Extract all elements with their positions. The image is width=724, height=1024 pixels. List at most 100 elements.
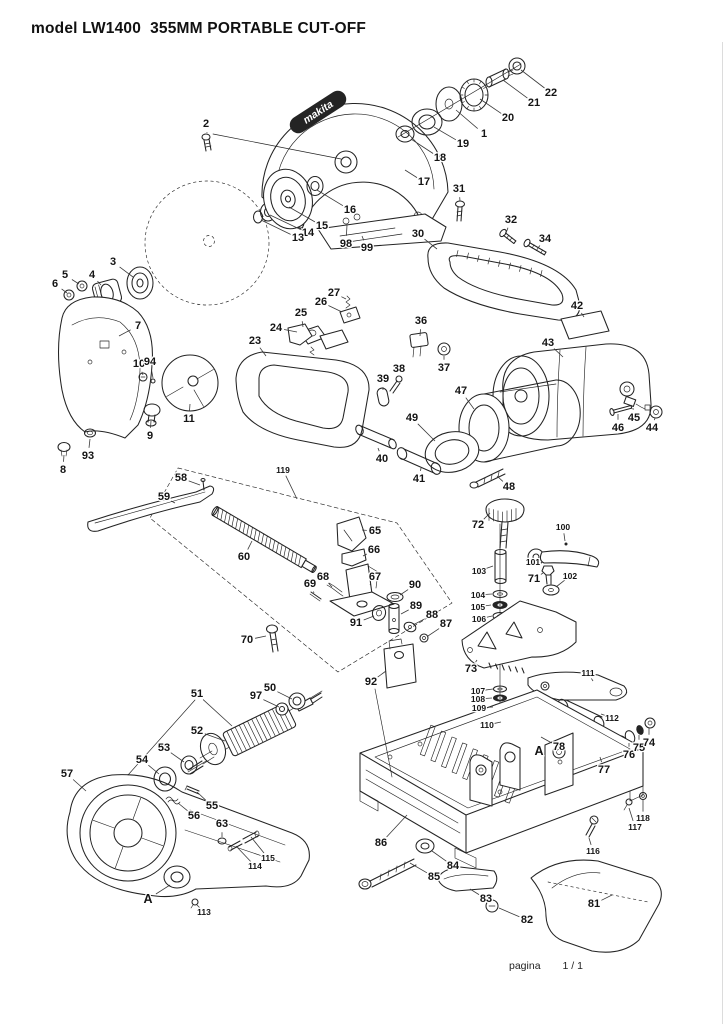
leader-line-40 (377, 447, 380, 452)
dust-chute (530, 859, 662, 953)
part-label-60: 60 (238, 551, 250, 563)
leader-line-43 (553, 348, 564, 358)
part-label-17: 17 (418, 176, 430, 188)
leader-line-100 (563, 533, 566, 542)
part-label-20: 20 (502, 112, 514, 124)
leader-line-20 (479, 98, 502, 114)
small-parts-right (376, 332, 663, 489)
leader-line-58 (188, 480, 201, 486)
leader-line-36 (419, 329, 421, 337)
leader-line-117 (628, 807, 634, 822)
leader-line-108 (484, 697, 493, 699)
leader-line-26 (328, 305, 343, 313)
leader-line-97 (263, 699, 280, 708)
part-label-110: 110 (480, 720, 494, 730)
part-label-68: 68 (317, 571, 329, 583)
part-label-49: 49 (406, 412, 418, 424)
part-label-88: 88 (426, 609, 438, 621)
leader-line-5 (71, 279, 80, 285)
part-label-46: 46 (612, 422, 624, 434)
part-label-77: 77 (598, 764, 610, 776)
upper-handle (427, 242, 581, 321)
part-label-43: 43 (542, 337, 554, 349)
name-plate (560, 310, 610, 340)
part-label-82: 82 (521, 914, 533, 926)
leader-line-86 (386, 814, 408, 838)
part-label-22: 22 (545, 87, 557, 99)
leader-line-56 (177, 802, 188, 812)
part-label-112: 112 (605, 713, 619, 723)
part-label-45: 45 (628, 412, 640, 424)
part-label-18: 18 (434, 152, 446, 164)
part-label-70: 70 (241, 634, 253, 646)
part-label-107: 107 (471, 686, 485, 696)
spindle-parts (395, 57, 526, 143)
part-label-4: 4 (89, 269, 96, 281)
part-label-A: A (534, 744, 543, 758)
leader-line-22 (520, 69, 545, 89)
part-label-9: 9 (147, 430, 153, 442)
part-label-119: 119 (276, 465, 290, 475)
vise-plate (87, 477, 215, 532)
leader-line-94 (151, 370, 154, 379)
gear-housing (66, 774, 310, 909)
part-label-66: 66 (368, 544, 380, 556)
screw-2 (201, 133, 212, 152)
part-label-30: 30 (412, 228, 424, 240)
vise-screw-rod (211, 506, 328, 581)
part-label-39: 39 (377, 373, 389, 385)
leader-line-44 (654, 417, 656, 421)
leader-line-101 (537, 556, 540, 559)
part-label-32: 32 (505, 214, 517, 226)
leader-line-85 (409, 862, 428, 874)
leader-line-71 (540, 572, 544, 575)
inner-cover (161, 354, 219, 412)
part-label-98: 98 (340, 238, 352, 250)
part-label-53: 53 (158, 742, 170, 754)
part-label-91: 91 (350, 617, 362, 629)
part-label-90: 90 (409, 579, 421, 591)
part-label-85: 85 (428, 871, 440, 883)
part-label-34: 34 (539, 233, 552, 245)
part-label-103: 103 (472, 566, 486, 576)
part-label-50: 50 (264, 682, 276, 694)
part-label-15: 15 (316, 220, 328, 232)
part-label-6: 6 (52, 278, 58, 290)
part-label-55: 55 (206, 800, 218, 812)
part-label-23: 23 (249, 335, 261, 347)
part-label-52: 52 (191, 725, 203, 737)
leader-line-11 (189, 403, 191, 411)
part-label-1: 1 (481, 128, 487, 140)
part-label-116: 116 (586, 846, 600, 856)
part-label-74: 74 (643, 737, 656, 749)
part-label-109: 109 (472, 703, 486, 713)
leader-line-6 (61, 288, 68, 294)
leader-line-54 (148, 764, 160, 775)
part-label-71: 71 (528, 573, 540, 585)
leader-line-51 (202, 699, 233, 727)
part-label-48: 48 (503, 481, 515, 493)
leader-line-16 (316, 189, 344, 207)
safety-cover (58, 296, 153, 439)
part-label-99: 99 (361, 242, 373, 254)
base (359, 689, 644, 869)
leader-line-77 (599, 756, 602, 763)
leader-line-59 (171, 500, 176, 504)
leader-line-42 (581, 312, 585, 318)
leader-line-81 (601, 894, 613, 901)
leader-line-104 (484, 593, 493, 595)
part-label-58: 58 (175, 472, 187, 484)
leader-line-111 (591, 678, 594, 682)
vise-bracket-parts (265, 516, 429, 689)
mount-plate (317, 213, 447, 250)
part-label-21: 21 (528, 97, 540, 109)
leader-line-113 (196, 904, 200, 908)
part-label-87: 87 (440, 618, 452, 630)
part-label-78: 78 (553, 741, 565, 753)
part-label-37: 37 (438, 362, 450, 374)
part-label-26: 26 (315, 296, 327, 308)
leader-line-47 (465, 397, 475, 410)
part-label-7: 7 (135, 320, 141, 332)
part-label-75: 75 (633, 742, 645, 754)
leader-line-19 (433, 126, 457, 141)
